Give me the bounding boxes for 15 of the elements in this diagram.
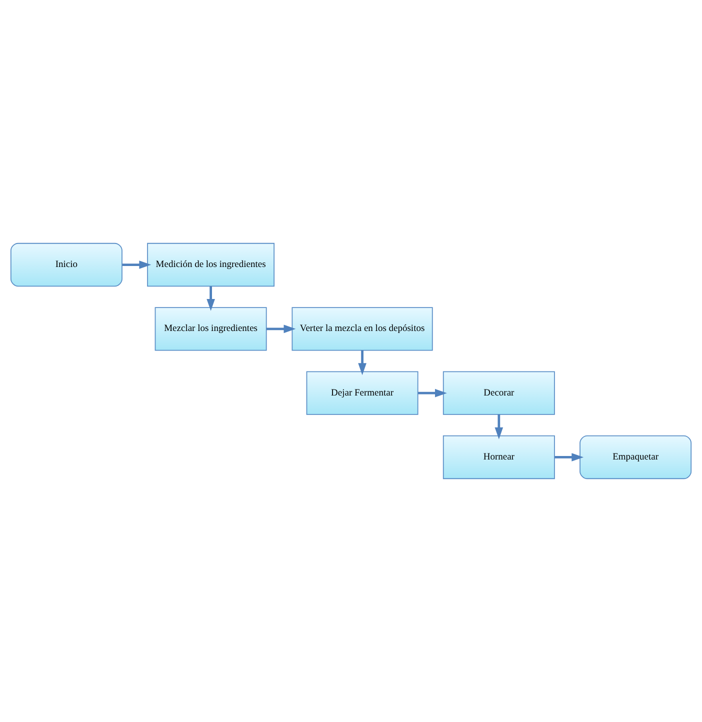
arrow <box>554 453 584 462</box>
arrow <box>206 286 215 311</box>
node-box: Verter la mezcla en los depósitos <box>292 307 433 351</box>
node-box: Empaquetar <box>580 435 692 480</box>
node-box: Inicio <box>10 242 122 287</box>
node-box: Medición de los ingredientes <box>147 242 275 287</box>
node-box: Dejar Fermentar <box>306 371 418 415</box>
arrow <box>122 260 152 269</box>
arrow <box>266 324 296 334</box>
arrow <box>358 350 366 376</box>
arrow <box>494 414 504 440</box>
node-box: Decorar <box>442 371 555 415</box>
node-box: Hornear <box>442 435 555 480</box>
arrow <box>418 388 447 398</box>
node-box: Mezclar los ingredientes <box>154 307 267 351</box>
